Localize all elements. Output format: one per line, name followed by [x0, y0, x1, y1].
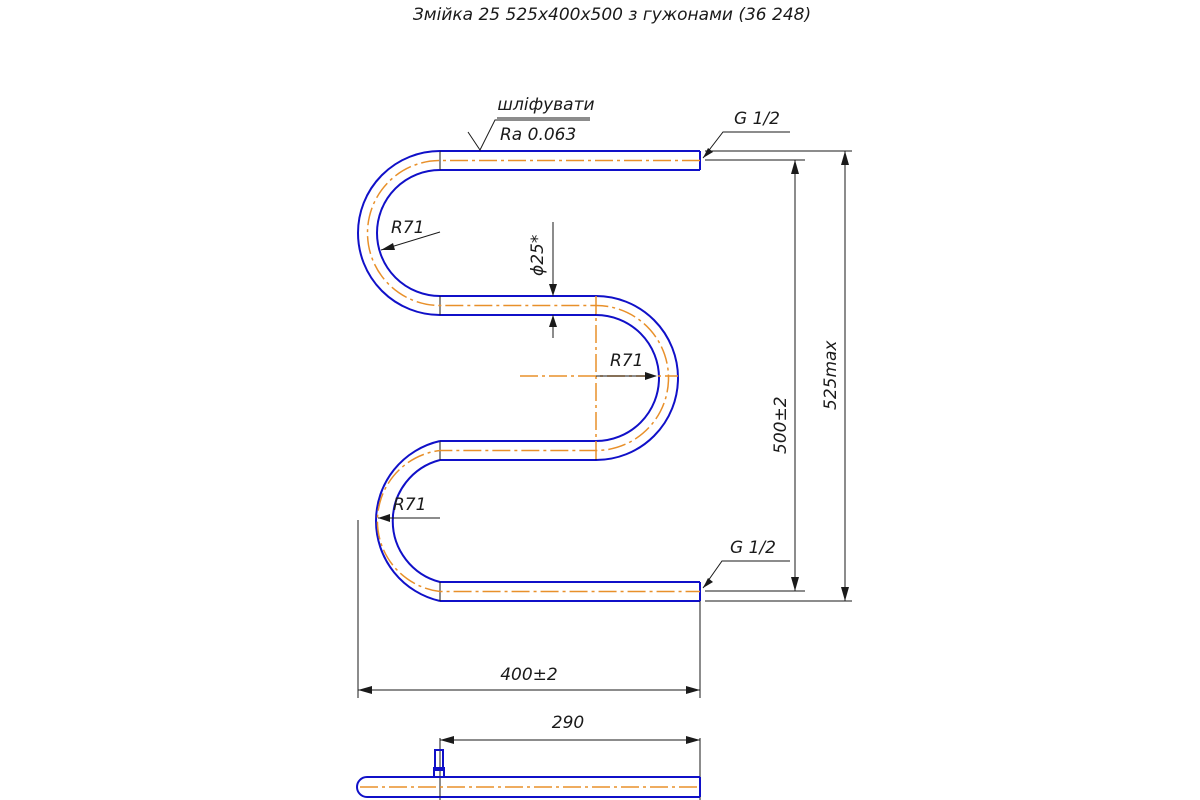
thread-bottom-label: G 1/2	[730, 538, 776, 558]
side-pipe-outline	[356, 776, 700, 798]
bend-right-inner	[595, 314, 660, 442]
side-fitting-stem	[434, 749, 444, 771]
pipe-front-view	[357, 150, 701, 602]
bend-lower-outer	[375, 440, 441, 602]
drawing-title: Змійка 25 525x400x500 з гужонами (36 248…	[413, 5, 811, 25]
dim-height-total-label: 525max	[821, 340, 841, 410]
thread-top-callout	[702, 131, 790, 159]
side-view	[356, 736, 701, 800]
pipe-centerline	[366, 159, 700, 593]
bend-lower-inner	[391, 459, 441, 583]
surface-note-label: шліфувати	[497, 95, 594, 115]
bend-upper-outer	[357, 150, 441, 316]
bend-right-outer	[595, 295, 679, 461]
dim-height-total	[705, 150, 852, 602]
dim-width-label: 400±2	[500, 665, 558, 685]
dim-width	[357, 520, 701, 698]
radius-upper-callout	[380, 231, 441, 251]
diameter-label: ϕ25*	[528, 235, 548, 276]
roughness-callout	[467, 117, 590, 151]
radius-middle-callout	[596, 372, 657, 380]
bend-upper-inner	[376, 169, 441, 297]
thread-bottom-callout	[702, 560, 790, 589]
roughness-label: Ra 0.063	[500, 125, 576, 145]
radius-lower-callout	[378, 514, 440, 522]
dim-side-length-label: 290	[552, 713, 584, 733]
dim-height-centers	[705, 159, 805, 592]
radius-middle-label: R71	[610, 351, 643, 371]
thread-top-label: G 1/2	[734, 109, 780, 129]
side-fitting-nut	[433, 767, 445, 778]
radius-lower-label: R71	[393, 495, 426, 515]
radius-upper-label: R71	[391, 218, 424, 238]
dim-height-centers-label: 500±2	[771, 396, 791, 454]
diameter-callout	[549, 222, 557, 338]
